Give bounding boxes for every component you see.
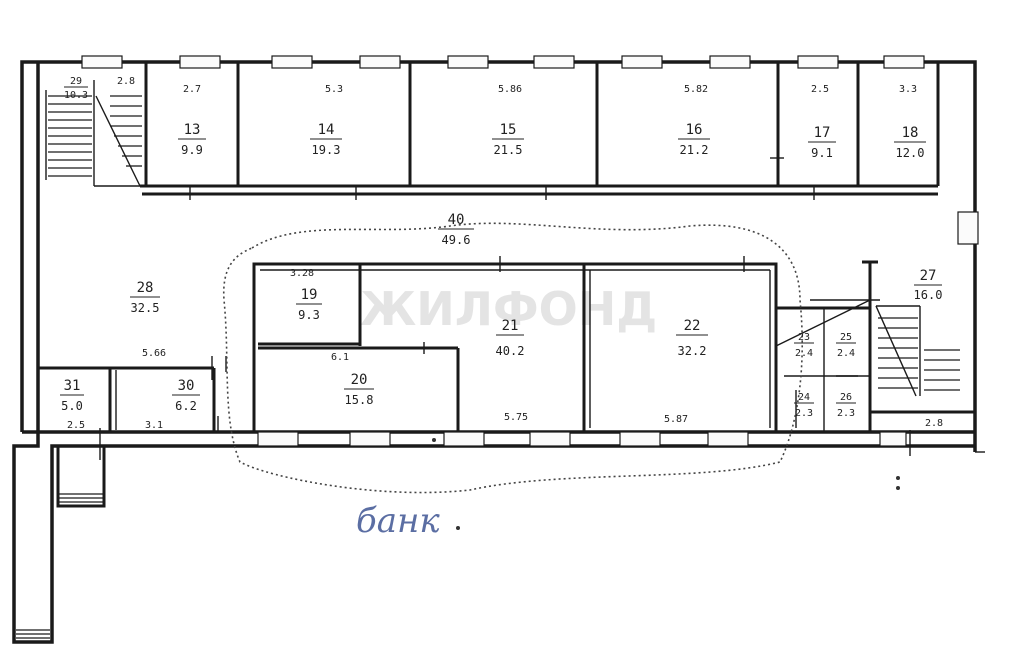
room-label-21: 21 40.2	[496, 318, 525, 358]
right-staircase	[878, 317, 960, 391]
svg-text:5.3: 5.3	[325, 84, 343, 95]
left-bottom-walls	[38, 356, 227, 460]
room-label-25: 252.4	[836, 332, 856, 359]
room-label-18: 18 12.0	[894, 125, 926, 160]
svg-text:2.8: 2.8	[925, 418, 943, 429]
room-label-27: 27 16.0	[914, 268, 943, 302]
svg-text:6.1: 6.1	[331, 352, 349, 363]
svg-text:9.9: 9.9	[181, 143, 203, 157]
room-label-19: 199.3	[296, 287, 322, 322]
svg-text:2.4: 2.4	[837, 348, 855, 359]
room-label-15: 15 21.5	[492, 122, 524, 157]
watermark: ЖИЛФОНД	[360, 282, 657, 336]
svg-text:17: 17	[814, 125, 831, 141]
central-block-walls	[252, 256, 778, 432]
stray-marks	[432, 438, 900, 530]
svg-text:25: 25	[840, 332, 852, 343]
exterior-walls	[12, 60, 985, 644]
bank-annotation: банк	[356, 501, 440, 541]
svg-text:30: 30	[178, 378, 195, 394]
right-rooms-walls	[775, 260, 975, 456]
svg-text:5.86: 5.86	[498, 84, 522, 95]
highlight-outline	[222, 222, 804, 494]
svg-text:5.75: 5.75	[504, 412, 528, 423]
svg-text:24: 24	[798, 392, 810, 403]
svg-text:2.4: 2.4	[795, 348, 813, 359]
room-label-23: 232.4	[794, 332, 814, 359]
svg-text:16: 16	[686, 122, 703, 138]
svg-text:15: 15	[500, 122, 517, 138]
room-label-13: 139.9	[178, 122, 206, 157]
dimension-labels: 2.7 5.3 5.86 5.82 2.5 3.3 3.28 6.1 5.66 …	[67, 76, 943, 431]
svg-text:32.5: 32.5	[131, 301, 160, 315]
room-label-26: 262.3	[836, 392, 856, 419]
svg-text:29: 29	[70, 76, 82, 87]
room-label-30: 306.2	[172, 378, 200, 413]
svg-text:3.1: 3.1	[145, 420, 163, 431]
svg-text:21: 21	[502, 318, 519, 334]
svg-text:26: 26	[840, 392, 852, 403]
svg-text:16.0: 16.0	[914, 288, 943, 302]
svg-text:5.82: 5.82	[684, 84, 708, 95]
svg-text:2.3: 2.3	[795, 408, 813, 419]
room-label-14: 14 19.3	[310, 122, 342, 157]
svg-text:12.0: 12.0	[896, 146, 925, 160]
bottom-windows	[257, 211, 979, 447]
svg-text:2.3: 2.3	[837, 408, 855, 419]
svg-text:10.3: 10.3	[64, 90, 88, 101]
svg-text:5.0: 5.0	[61, 399, 83, 413]
svg-text:49.6: 49.6	[442, 233, 471, 247]
svg-text:2.5: 2.5	[811, 84, 829, 95]
room-label-20: 20 15.8	[344, 372, 374, 407]
svg-text:21.5: 21.5	[494, 143, 523, 157]
room-label-24: 242.3	[794, 392, 814, 419]
left-staircase	[45, 90, 142, 187]
top-row-walls	[93, 62, 940, 200]
room-label-40: 40 49.6	[438, 212, 474, 247]
room-label-31: 315.0	[60, 378, 84, 413]
svg-text:2.8: 2.8	[117, 76, 135, 87]
porch	[16, 446, 106, 639]
svg-text:18: 18	[902, 125, 919, 141]
svg-text:2.7: 2.7	[183, 84, 201, 95]
svg-text:13: 13	[184, 122, 201, 138]
svg-text:32.2: 32.2	[678, 344, 707, 358]
svg-text:3.3: 3.3	[899, 84, 917, 95]
svg-text:5.66: 5.66	[142, 348, 166, 359]
svg-text:31: 31	[64, 378, 81, 394]
room-label-17: 179.1	[808, 125, 836, 160]
svg-text:28: 28	[137, 280, 154, 296]
room-label-16: 16 21.2	[678, 122, 710, 157]
top-windows	[81, 55, 925, 69]
room-label-22: 22 32.2	[676, 318, 708, 358]
svg-text:6.2: 6.2	[175, 399, 197, 413]
svg-text:19.3: 19.3	[312, 143, 341, 157]
svg-text:14: 14	[318, 122, 335, 138]
room-label-28: 28 32.5	[130, 280, 160, 315]
svg-text:21.2: 21.2	[680, 143, 709, 157]
svg-text:40.2: 40.2	[496, 344, 525, 358]
svg-text:19: 19	[301, 287, 318, 303]
svg-text:2.5: 2.5	[67, 420, 85, 431]
svg-text:9.1: 9.1	[811, 146, 833, 160]
svg-text:20: 20	[351, 372, 368, 388]
room-label-29: 29 10.3	[64, 76, 88, 101]
svg-text:3.28: 3.28	[290, 268, 314, 279]
svg-text:23: 23	[798, 332, 810, 343]
svg-text:15.8: 15.8	[345, 393, 374, 407]
svg-text:40: 40	[448, 212, 465, 228]
svg-text:27: 27	[920, 268, 937, 284]
svg-text:9.3: 9.3	[298, 308, 320, 322]
svg-text:22: 22	[684, 318, 701, 334]
svg-text:5.87: 5.87	[664, 414, 688, 425]
